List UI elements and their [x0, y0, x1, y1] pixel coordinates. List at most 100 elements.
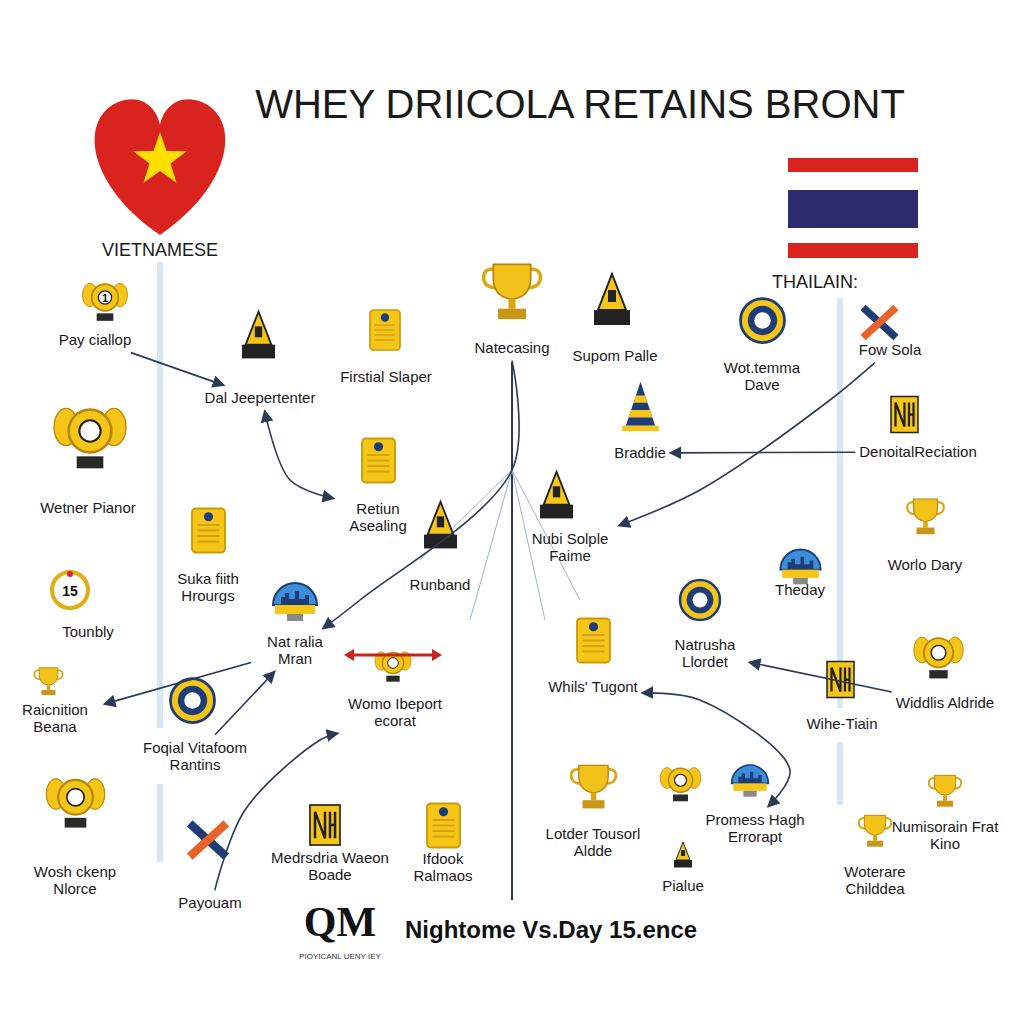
icon-label: THAILAIN:: [772, 272, 858, 293]
node-label: Supom Palle: [572, 347, 657, 364]
node-label: Medrsdria Waeon Boade: [270, 849, 390, 884]
badge-icon: [680, 580, 720, 620]
diagram-title: WHEY DRIICOLA RETAINS BRONT: [200, 82, 960, 127]
thailand-flag: [788, 158, 918, 258]
icon-label: Natrusha Llordet: [665, 636, 745, 671]
node-label: Whils' Tugont: [548, 678, 638, 695]
node-label: Widdlis Aldride: [896, 694, 994, 711]
emblem-icon: [46, 779, 105, 828]
node-label: Suka fiith Hrourgs: [163, 570, 253, 605]
trophy-icon: [907, 499, 944, 534]
node-label: Fow Sola: [859, 341, 922, 358]
node-label: Retiun Asealing: [338, 500, 418, 535]
icon-label: Raicnition Beana: [10, 701, 100, 736]
icon-label: Runband: [410, 576, 471, 593]
emblem-icon: [54, 408, 126, 468]
node-label: Dal Jeepertenter: [205, 389, 316, 406]
nh-emblem-icon: [310, 805, 340, 845]
node-label: Runband: [410, 576, 471, 593]
shield-icon: [577, 619, 610, 663]
logo-text: PIOYICANL UENY IEY: [299, 952, 381, 961]
badge-icon: [741, 299, 785, 343]
node-label: Lotder Tousorl Aldde: [538, 825, 648, 860]
icon-label: Braddie: [614, 444, 666, 461]
pillar-icon: [540, 472, 573, 519]
icon-label: Ifdook Ralmaos: [408, 850, 478, 885]
icon-label: Nubi Solple Faime: [520, 530, 620, 565]
trophy-icon: [859, 815, 891, 846]
node-label: DenoitalReciation: [859, 443, 977, 460]
node-label: Payouam: [178, 894, 241, 911]
node-label: Worlo Dary: [888, 556, 963, 573]
node-label: Numisorain Frat Kino: [890, 818, 1000, 853]
icon-label: Numisorain Frat Kino: [890, 818, 1000, 853]
icon-label: Whils' Tugont: [548, 678, 638, 695]
connector-arrow: [642, 693, 790, 807]
trophy-icon: [34, 668, 62, 695]
icon-label: Tounbly: [62, 623, 114, 640]
vietnam-heart-flag: [95, 99, 226, 235]
icon-label: Pay ciallop: [59, 331, 132, 348]
globe-icon: [780, 550, 820, 585]
icon-label: Suka fiith Hrourgs: [163, 570, 253, 605]
pillar-icon: [242, 312, 275, 359]
icon-label: Dal Jeepertenter: [205, 389, 316, 406]
logo-text: QM: [304, 898, 376, 946]
shield-icon: [370, 310, 400, 350]
double-arrow: [344, 649, 442, 661]
flag-x-icon: [190, 823, 227, 856]
icon-label: Natecasing: [474, 339, 549, 356]
connector-arrow: [323, 361, 519, 629]
node-label: Natecasing: [474, 339, 549, 356]
node-label: Pialue: [662, 877, 704, 894]
caption: Nightome Vs.Day 15.ence: [405, 916, 697, 944]
emblem-icon: [914, 637, 964, 678]
connector-arrow: [131, 353, 224, 386]
trophy-icon: [484, 264, 541, 319]
node-label: VIETNAMESE: [102, 240, 218, 261]
node-label: Wosh ckenp Nlorce: [25, 863, 125, 898]
icon-label: Woterare Childdea: [830, 863, 920, 898]
node-label: Nat ralia Mran: [255, 633, 335, 668]
node-label: Raicnition Beana: [10, 701, 100, 736]
node-label: Nubi Solple Faime: [520, 530, 620, 565]
icon-label: Firstial Slaper: [340, 368, 432, 385]
globe-icon: [273, 583, 317, 621]
cone-icon: [622, 382, 659, 432]
icon-label: Wihe-Tiain: [806, 715, 877, 732]
icons: [34, 264, 963, 867]
flag-x-icon: [863, 308, 896, 338]
icon-label: Pialue: [662, 877, 704, 894]
globe-icon: [732, 765, 769, 797]
pillar-icon: [594, 274, 630, 325]
node-label: Wetner Pianor: [40, 499, 136, 516]
node-label: Natrusha Llordet: [665, 636, 745, 671]
node-label: Ifdook Ralmaos: [408, 850, 478, 885]
trophy-icon: [571, 765, 616, 808]
icon-label: Widdlis Aldride: [896, 694, 994, 711]
nh-emblem-icon: [891, 397, 918, 433]
badge-icon: [171, 679, 215, 723]
connector-arrow: [104, 662, 251, 704]
node-label: Wihe-Tiain: [806, 715, 877, 732]
shield-icon: [192, 509, 225, 553]
icon-label: Promess Hagh Errorapt: [695, 811, 815, 846]
pillar-icon: [674, 842, 692, 868]
connector-arrow: [749, 662, 892, 692]
icon-label: DenoitalReciation: [859, 443, 977, 460]
icon-label: Wosh ckenp Nlorce: [25, 863, 125, 898]
emblem-icon: [660, 768, 701, 802]
node-label: Wot.temma Dave: [717, 359, 807, 394]
node-label: Womo Ibeport ecorat: [335, 695, 455, 730]
icon-label: Wetner Pianor: [40, 499, 136, 516]
guide-lines: [160, 262, 840, 900]
icon-label: Fow Sola: [859, 341, 922, 358]
node-label: Theday: [775, 581, 825, 598]
callout-number: 15: [62, 583, 78, 599]
connector-arrow: [265, 411, 334, 499]
icon-label: Theday: [775, 581, 825, 598]
icon-label: Medrsdria Waeon Boade: [270, 849, 390, 884]
icon-label: VIETNAMESE: [102, 240, 218, 261]
node-label: Firstial Slaper: [340, 368, 432, 385]
icon-label: Lotder Tousorl Aldde: [538, 825, 648, 860]
